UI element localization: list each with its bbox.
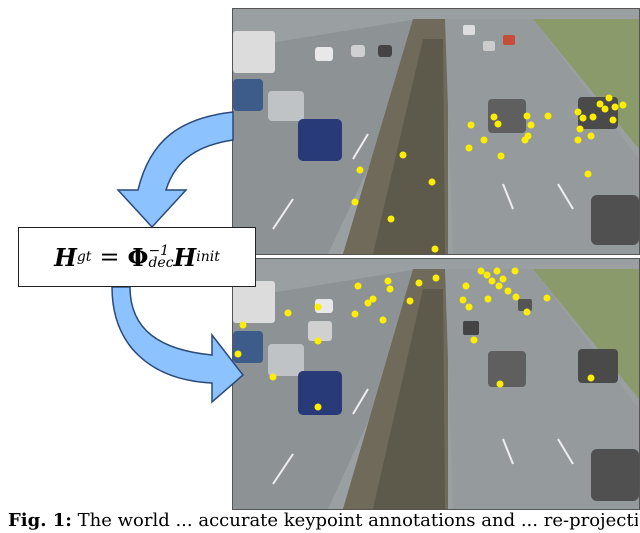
top-curved-arrow [116,111,234,229]
caption-text: The world ... accurate keypoint annotati… [77,510,638,531]
bottom-curved-arrow [111,286,245,404]
top-scene [233,9,639,254]
phi-symbol: Φ [127,242,149,272]
h-gt-subscript: gt [76,249,92,265]
bottom-scene [233,259,639,509]
h-init-subscript: init [196,249,220,265]
figure-caption: Fig. 1: The world ... accurate keypoint … [8,508,638,533]
bottom-traffic-image [232,258,640,510]
h-init-symbol: H [173,242,197,272]
top-traffic-image [232,8,640,255]
figure-label: Fig. 1: [8,510,72,531]
top-keypoints [351,94,627,253]
bottom-keypoints [234,267,595,411]
phi-superscript: −1 [148,243,170,259]
h-gt-symbol: H [54,242,77,272]
equals-sign: = [99,243,120,271]
phi-subscript: dec [148,255,174,271]
